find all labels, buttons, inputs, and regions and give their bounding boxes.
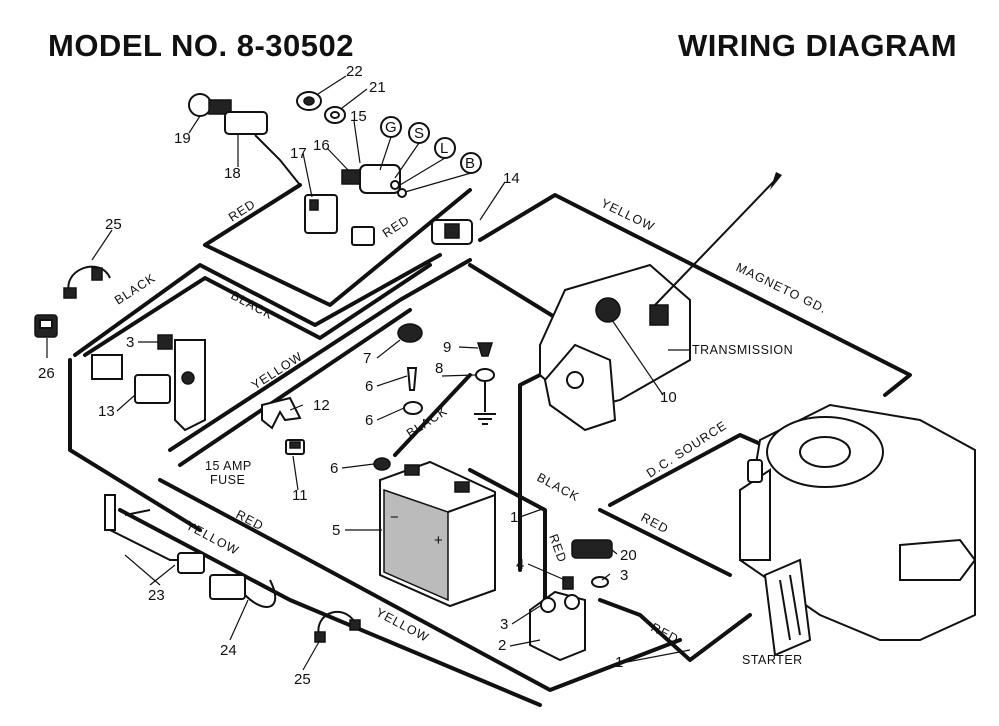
callout-20: 20 — [620, 547, 637, 564]
terminal-b: B — [460, 152, 482, 174]
terminal-s-label: S — [414, 125, 424, 142]
callout-1-upper: 1 — [510, 509, 518, 526]
washer-6b — [403, 401, 423, 415]
safety-switch-13 — [91, 334, 206, 432]
transmission-label: TRANSMISSION — [692, 343, 793, 357]
connector-14 — [431, 219, 473, 245]
wire-label-yellow-top: YELLOW — [599, 196, 657, 234]
callout-26: 26 — [38, 365, 55, 382]
callout-15: 15 — [350, 108, 367, 125]
callout-7: 7 — [363, 350, 371, 367]
callout-19: 19 — [174, 130, 191, 147]
headlight-bulb — [188, 93, 301, 186]
fuse-label-line1: 15 AMP — [205, 459, 252, 473]
screw-9 — [476, 342, 494, 357]
callout-16: 16 — [313, 137, 330, 154]
callout-25-lower: 25 — [294, 671, 311, 688]
terminal-l: L — [434, 137, 456, 159]
wire-clamp-upper — [63, 265, 111, 299]
wire-label-black-right: BLACK — [535, 470, 582, 504]
callout-3-right: 3 — [620, 567, 628, 584]
terminal-b-label: B — [465, 155, 475, 172]
callout-6-a: 6 — [365, 378, 373, 395]
diagram-title: WIRING DIAGRAM — [678, 28, 958, 63]
callout-21: 21 — [369, 79, 386, 96]
starter — [763, 558, 812, 657]
callout-23: 23 — [148, 587, 165, 604]
callout-1-lower: 1 — [615, 654, 623, 671]
callout-3-bottom: 3 — [500, 616, 508, 633]
callout-9: 9 — [443, 339, 451, 356]
fuse-label-line2: FUSE — [210, 473, 245, 487]
part-24 — [209, 574, 277, 608]
screw-6a — [406, 367, 418, 391]
callout-2: 2 — [498, 637, 506, 654]
nut-6c — [373, 457, 391, 471]
callout-10: 10 — [660, 389, 677, 406]
fuse-holder-12 — [261, 396, 302, 430]
nut-22 — [296, 91, 322, 111]
callout-14: 14 — [503, 170, 520, 187]
callout-17: 17 — [290, 145, 307, 162]
callout-6-c: 6 — [330, 460, 338, 477]
callout-11: 11 — [292, 487, 308, 504]
starter-label: STARTER — [742, 653, 803, 667]
washer-21 — [324, 106, 346, 124]
model-number-heading: MODEL NO. 8-30502 — [48, 28, 354, 63]
wire-label-yellow-23: YELLOW — [184, 518, 242, 558]
callout-8: 8 — [435, 360, 443, 377]
part-20 — [571, 539, 613, 559]
callout-4: 4 — [516, 556, 524, 573]
callout-12: 12 — [313, 397, 330, 414]
wire-label-red-battery: RED — [546, 532, 569, 564]
terminal-g-label: G — [385, 119, 397, 136]
ignition-switch — [341, 164, 407, 198]
svg-text:−: − — [390, 509, 399, 526]
wire-label-red-ignition: RED — [380, 213, 412, 241]
callout-24: 24 — [220, 642, 237, 659]
hardware-7 — [397, 323, 423, 343]
callout-22: 22 — [346, 63, 363, 80]
callout-6-b: 6 — [365, 412, 373, 429]
part-26 — [34, 314, 58, 338]
callout-5: 5 — [332, 522, 340, 539]
terminal-l-label: L — [440, 140, 448, 157]
callout-13: 13 — [98, 403, 115, 420]
wire-label-red-solenoid: RED — [649, 620, 682, 646]
leader-lines — [46, 75, 691, 671]
callout-25-upper: 25 — [105, 216, 122, 233]
wire-clamp-lower — [314, 611, 361, 643]
svg-text:+: + — [434, 532, 443, 549]
fuse-11 — [285, 439, 305, 455]
solenoid — [529, 576, 609, 662]
connector-17 — [304, 194, 375, 246]
switch-23 — [104, 494, 205, 574]
transmission — [539, 172, 782, 432]
callout-18: 18 — [224, 165, 241, 182]
callout-3-left: 3 — [126, 334, 134, 351]
battery: + − — [379, 460, 496, 608]
ground-8 — [474, 368, 496, 425]
terminal-s: S — [408, 122, 430, 144]
terminal-g: G — [380, 116, 402, 138]
